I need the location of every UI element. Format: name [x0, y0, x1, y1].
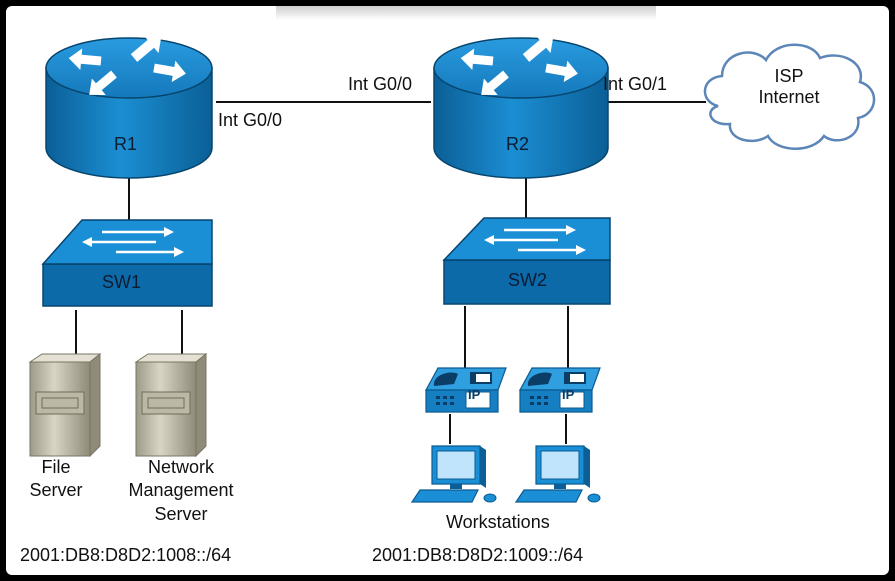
- diagram-frame: R1 R2 SW1 SW2 Int G0/0 Int G0/0 Int G0/1…: [6, 6, 889, 575]
- nms-label-line-3: Server: [154, 503, 208, 524]
- isp-cloud-line-1: ISP: [774, 66, 804, 86]
- isp-cloud-icon: [703, 43, 876, 150]
- interface-label-r1-g0-0: Int G0/0: [218, 110, 283, 130]
- ip-phone-2[interactable]: [518, 367, 601, 413]
- router-r2-label: R2: [506, 134, 530, 154]
- isp-cloud-line-2: Internet: [758, 86, 820, 107]
- isp-cloud-label: ISP Internet: [746, 66, 832, 107]
- network-management-server-label: Network Management Server: [121, 456, 241, 526]
- ip-phone-keypad: [436, 396, 454, 405]
- links: [75, 101, 706, 444]
- workstations-label: Workstations: [446, 512, 550, 532]
- switch-arrows-icon: [484, 225, 586, 255]
- switch-sw1-label: SW1: [102, 272, 142, 292]
- file-server[interactable]: [28, 352, 102, 458]
- ip-phone-1[interactable]: [424, 367, 507, 413]
- switch-arrows-icon: [82, 227, 184, 257]
- nms-label-line-2: Management: [128, 480, 234, 501]
- switch-sw1[interactable]: [41, 219, 213, 307]
- ip-phone-keypad: [530, 396, 548, 405]
- router-r2[interactable]: [433, 25, 609, 179]
- switch-sw2[interactable]: [442, 217, 611, 305]
- switch-sw2-label: SW2: [508, 270, 548, 290]
- interface-label-r2-g0-0: Int G0/0: [348, 74, 413, 94]
- workstation-1[interactable]: [410, 445, 497, 503]
- router-r1[interactable]: [45, 25, 213, 179]
- ip-phone-2-badge: IP: [562, 387, 575, 402]
- network-prefix-left: 2001:DB8:D8D2:1008::/64: [20, 545, 232, 565]
- ip-phone-1-badge: IP: [468, 387, 481, 402]
- interface-label-r2-g0-1: Int G0/1: [603, 74, 668, 94]
- workstation-2[interactable]: [514, 445, 601, 503]
- file-server-label: File Server: [26, 456, 86, 503]
- router-r1-label: R1: [114, 134, 138, 154]
- nms-label-line-1: Network: [147, 457, 214, 477]
- file-server-label-line-2: Server: [29, 480, 83, 501]
- file-server-label-line-1: File: [41, 457, 71, 477]
- network-prefix-right: 2001:DB8:D8D2:1009::/64: [372, 545, 584, 565]
- network-topology: [28, 25, 876, 503]
- network-management-server[interactable]: [134, 352, 208, 458]
- top-shadow: [276, 6, 656, 20]
